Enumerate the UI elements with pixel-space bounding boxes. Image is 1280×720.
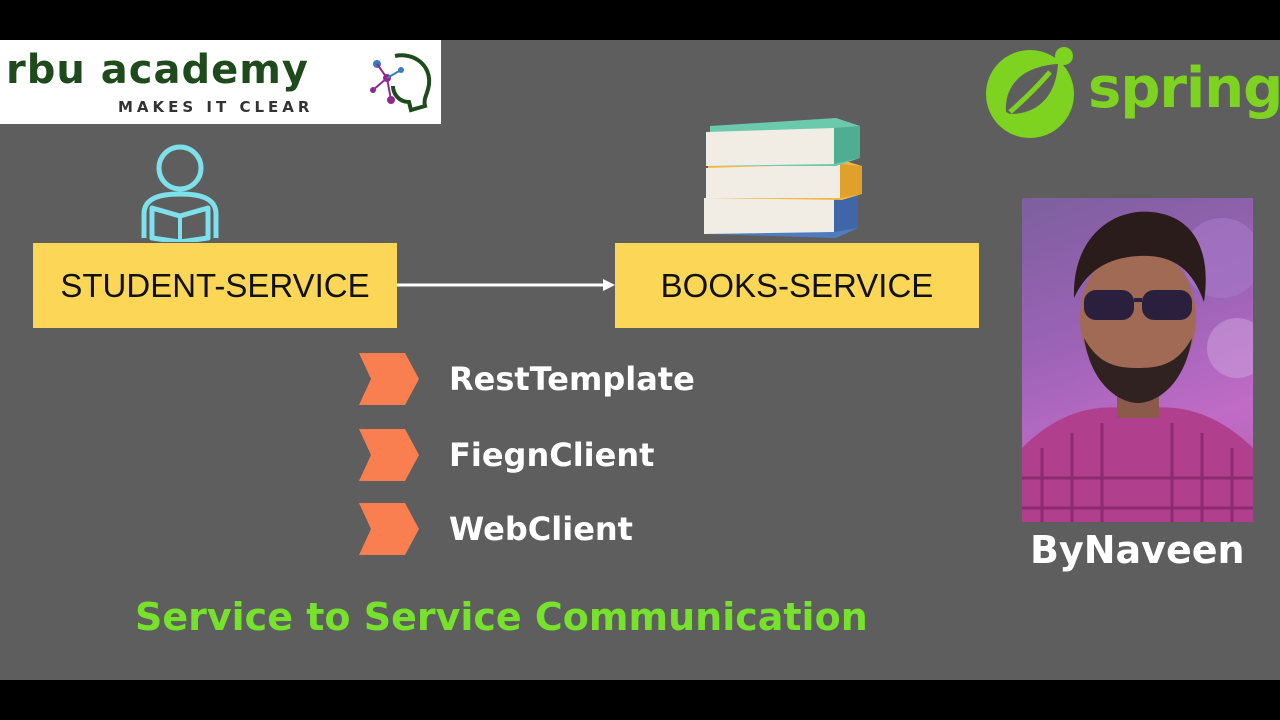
rbu-academy-logo: rbu academy MAKES IT CLEAR [0, 40, 441, 124]
books-service-label: BOOKS-SERVICE [660, 266, 934, 304]
spring-leaf-icon [986, 47, 1074, 138]
student-reading-icon [141, 144, 219, 242]
video-caption: Service to Service Communication [135, 595, 868, 639]
option-label: FiegnClient [449, 436, 655, 474]
author-photo [1022, 198, 1253, 522]
option-webclient: WebClient [359, 503, 633, 555]
chevron-tag-icon [359, 503, 419, 555]
books-stack-icon [704, 118, 862, 238]
brand-tagline: MAKES IT CLEAR [118, 98, 314, 116]
option-feignclient: FiegnClient [359, 429, 654, 481]
arrow-right-icon [397, 279, 615, 291]
thumbnail-canvas: rbu academy MAKES IT CLEAR spring [0, 40, 1280, 680]
student-service-box: STUDENT-SERVICE [33, 243, 397, 328]
author-name: ByNaveen [1030, 528, 1245, 572]
books-service-box: BOOKS-SERVICE [615, 243, 979, 328]
author-portrait-image [1022, 211, 1253, 522]
chevron-tag-icon [359, 429, 419, 481]
student-service-label: STUDENT-SERVICE [60, 266, 370, 304]
brand-name: rbu academy [6, 47, 309, 93]
chevron-tag-icon [359, 353, 419, 405]
option-resttemplate: RestTemplate [359, 353, 695, 405]
option-label: RestTemplate [449, 360, 695, 398]
option-label: WebClient [449, 510, 633, 548]
brain-network-icon [370, 53, 432, 113]
spring-wordmark: spring [1088, 56, 1280, 121]
